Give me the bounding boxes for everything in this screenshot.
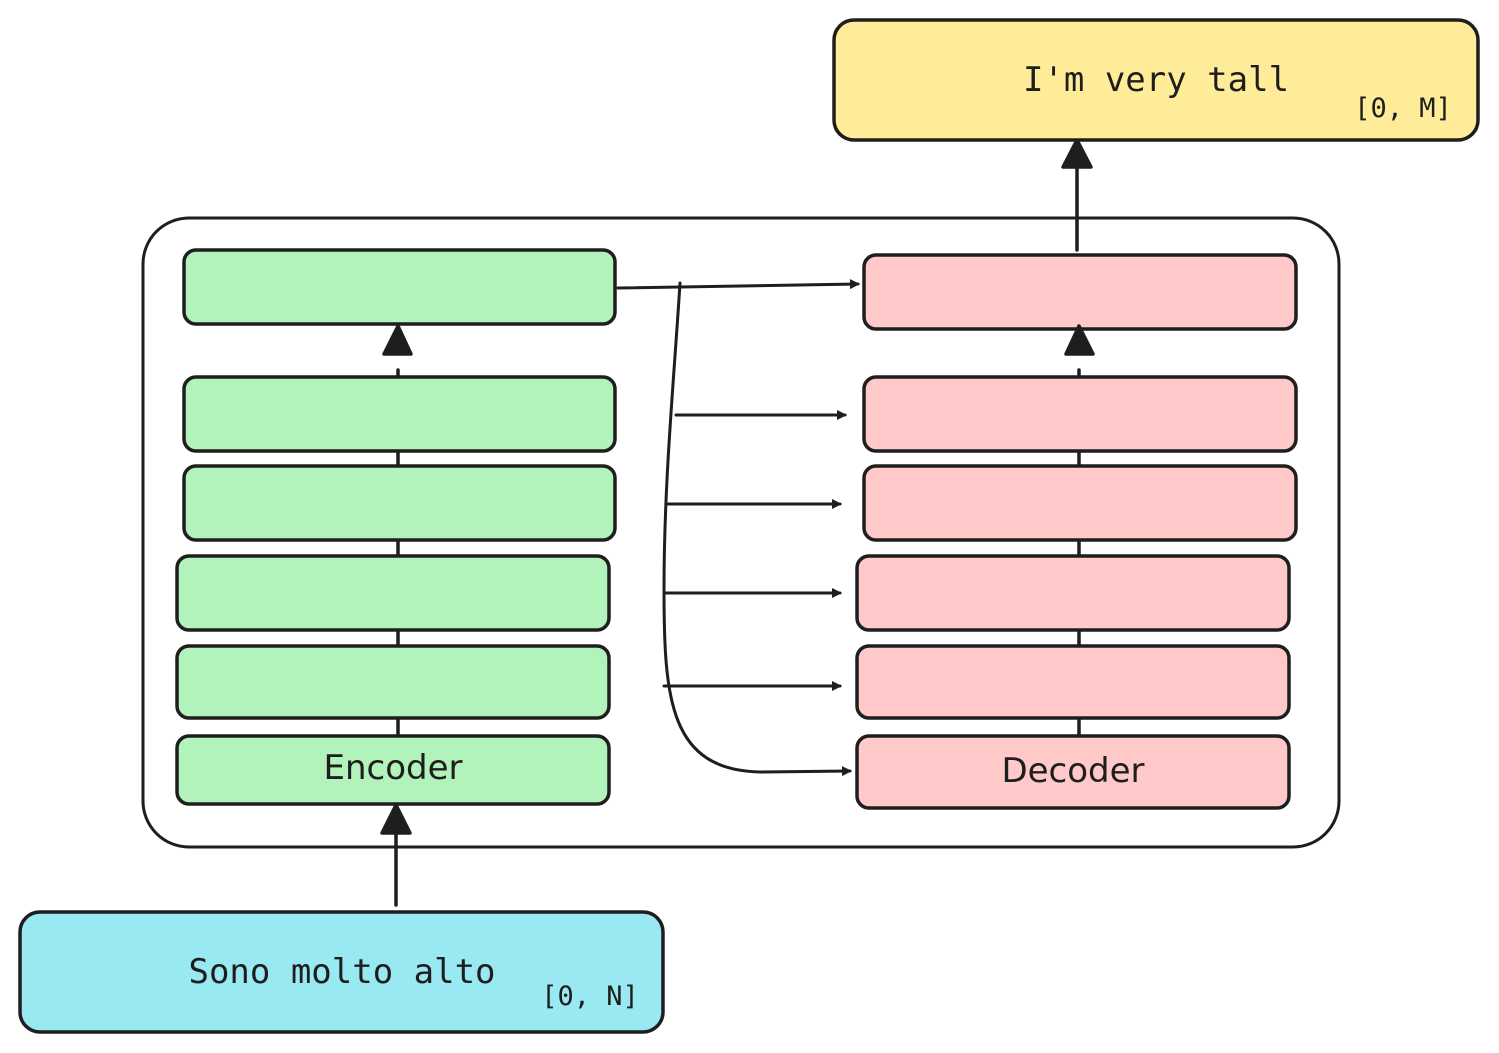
decoder-layer-2 — [855, 644, 1291, 720]
output-text: I'm very tall — [1023, 60, 1289, 100]
encoder-layer-4 — [182, 464, 617, 542]
encoder-layer-5 — [182, 375, 617, 453]
input-text: Sono molto alto — [188, 952, 495, 992]
encoder-stack: Encoder — [175, 248, 617, 806]
input-range: [0, N] — [541, 981, 639, 1012]
decoder-to-output-arrowhead — [1061, 138, 1093, 169]
encoder-layer-1 — [175, 734, 611, 806]
decoder-label: Decoder — [1001, 751, 1144, 791]
input-box — [18, 910, 665, 1034]
decoder-layer-6 — [862, 253, 1298, 331]
encoder-layer-2 — [175, 644, 611, 720]
encoder-layer-6 — [182, 248, 617, 326]
decoder-layer-3 — [855, 554, 1291, 632]
encoder-to-decoder-top-arrow — [616, 279, 860, 290]
encoder-output-bus — [662, 281, 852, 777]
model-container — [141, 216, 1341, 849]
output-range: [0, M] — [1354, 93, 1452, 124]
encoder-top-arrowhead — [382, 324, 413, 356]
encoder-layer-3 — [175, 554, 611, 632]
cross-attention-arrows — [616, 279, 860, 777]
decoder-top-arrowhead — [1064, 324, 1095, 356]
input-to-encoder-arrowhead — [380, 803, 412, 835]
decoder-stack: Decoder — [855, 253, 1298, 810]
decoder-layer-4 — [862, 464, 1298, 542]
output-box — [832, 18, 1480, 142]
decoder-layer-1 — [855, 734, 1291, 810]
decoder-layer-5 — [862, 375, 1298, 453]
encoder-label: Encoder — [323, 748, 462, 788]
